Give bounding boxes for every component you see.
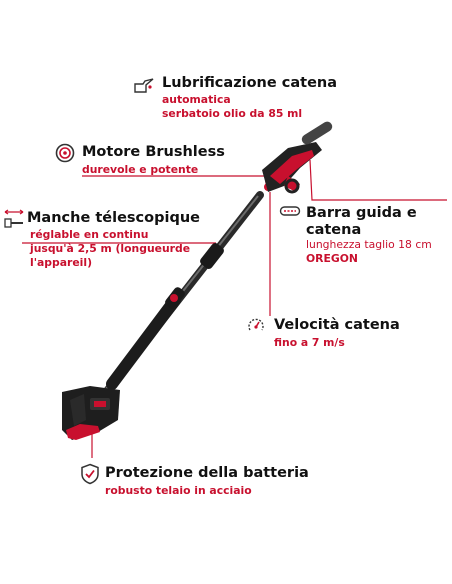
speed-icon: [248, 318, 264, 331]
saw-head: [262, 121, 333, 194]
lubrication-sub-2: serbatoio olio da 85 ml: [162, 107, 303, 120]
battery-red: [94, 401, 106, 407]
callout-line-motor: [82, 175, 268, 191]
motor-sub-1: durevole e potente: [82, 163, 199, 176]
pole-collar-upper: [200, 243, 224, 269]
pole-grip: [106, 294, 181, 390]
saw-hook: [284, 178, 300, 194]
handle-sub-3: l'appareil): [30, 256, 93, 269]
pole-collar-red: [170, 294, 178, 302]
saw-bar: [301, 121, 333, 145]
callout-line-bar: [309, 159, 447, 201]
chain-bar-icon: [279, 206, 301, 216]
oil-can-icon: [134, 78, 154, 93]
lubrication-title: Lubrificazione catena: [162, 75, 338, 91]
speed-title: Velocità catena: [274, 317, 400, 333]
handle-title: Manche télescopique: [27, 210, 200, 226]
telescopic-icon: [4, 209, 24, 228]
lubrication-sub-1: automatica: [162, 93, 231, 106]
bar-sub-2: OREGON: [306, 252, 358, 265]
bar-title-1: Barra guida e: [306, 205, 417, 221]
handle-sub-2: jusqu'à 2,5 m (longueurde: [30, 242, 191, 255]
battery-sub-1: robusto telaio in acciaio: [105, 484, 252, 497]
saw-housing-red: [270, 150, 314, 184]
shield-check-icon: [81, 463, 99, 485]
motor-housing: [62, 386, 120, 440]
motor-icon: [55, 143, 75, 163]
motor-title: Motore Brushless: [82, 144, 225, 160]
speed-sub-1: fino a 7 m/s: [274, 336, 345, 349]
bar-sub-1: lunghezza taglio 18 cm: [306, 238, 432, 251]
handle-loop: [70, 394, 86, 426]
battery-title: Protezione della batteria: [105, 465, 309, 481]
handle-sub-1: réglable en continu: [30, 228, 149, 241]
pole-saw: [62, 121, 333, 440]
housing-red-trim: [66, 424, 100, 440]
bar-title-2: catena: [306, 222, 362, 238]
